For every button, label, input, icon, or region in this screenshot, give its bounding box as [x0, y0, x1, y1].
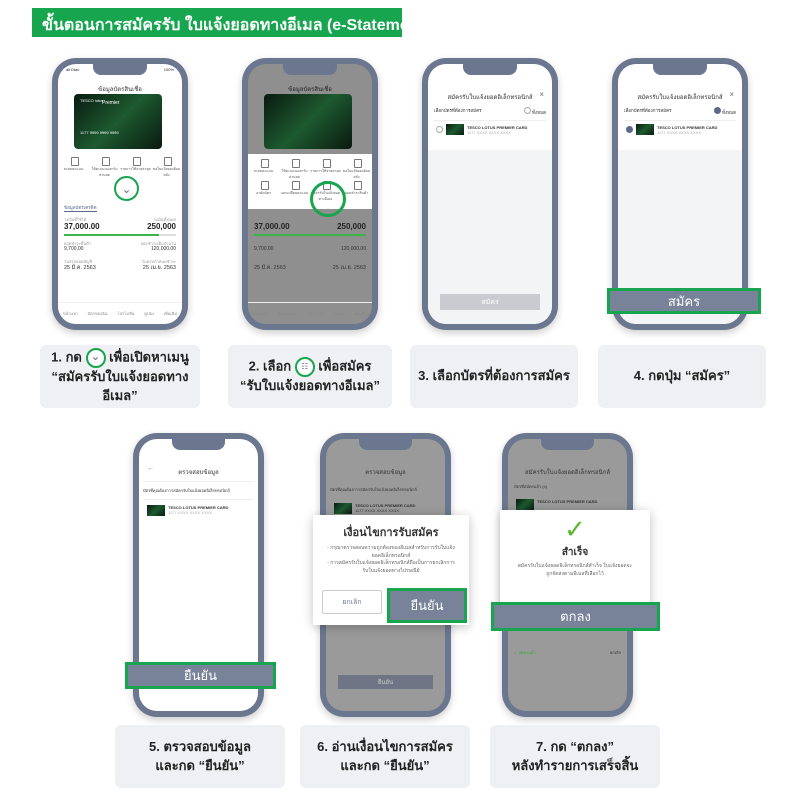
estatement-menu-icon: ☷ — [294, 357, 315, 378]
battery: 100% — [163, 67, 174, 72]
step-5-caption: 5. ตรวจสอบข้อมูลและกด “ยืนยัน” — [115, 725, 285, 788]
nav-more[interactable]: เพิ่มเติม — [163, 311, 178, 316]
submit-button[interactable]: สมัคร — [607, 288, 761, 314]
select-card-screen-selected: สมัครรับใบแจ้งยอดอิเล็กทรอนิกส์ × เลือกบ… — [618, 64, 742, 324]
usage-bar — [64, 234, 160, 236]
quick-menu: สะสมคะแนนใช้คะแนนแลกรับส่วนลดรายการใช้จ่… — [58, 156, 182, 178]
chevron-down-icon: ⌄ — [85, 347, 106, 368]
limit-amount: 250,000 — [147, 222, 176, 231]
screen-title: ข้อมูลบัตรสินเชื่อ — [98, 87, 142, 93]
menu-item[interactable]: รายการใช้จ่ายล่าสุด — [310, 158, 341, 180]
available-amount: 37,000.00 — [64, 222, 100, 231]
tab-card-info[interactable]: ข้อมูลบัตรเครดิต — [64, 205, 97, 212]
menu-item[interactable]: อายัดบัตร — [248, 180, 279, 202]
bottom-nav: หน้าแรก บัตรของฉัน โปรโมชั่น คูปอง เพิ่มเติม — [58, 302, 182, 324]
credit-card-image — [264, 94, 352, 149]
submit-button-disabled[interactable]: สมัคร — [440, 294, 540, 310]
success-dialog: ✓ สำเร็จ สมัครรับใบแจ้งยอดอิเล็กทรอนิกส์… — [500, 510, 650, 610]
carrier: all Dtac — [66, 67, 80, 72]
checkmark-icon: ✓ — [564, 514, 586, 544]
menu-item[interactable]: ขอใบแจ้งยอดย้อนหลัง — [151, 156, 182, 178]
menu-item[interactable]: ผ่อนชำระสินค้า — [341, 180, 372, 202]
menu-item[interactable]: ขอใบแจ้งยอดย้อนหลัง — [341, 158, 372, 180]
ok-button[interactable]: ตกลง — [491, 602, 660, 631]
nav-home[interactable]: หน้าแรก — [62, 311, 78, 316]
step-4-caption: 4. กดปุ่ม “สมัคร” — [598, 345, 766, 408]
menu-item[interactable]: แลกเปลี่ยนคะแนน — [279, 180, 310, 202]
page-title-banner: ขั้นตอนการสมัครรับ ใบแจ้งยอดทางอีเมล (e-… — [32, 8, 429, 37]
menu-item[interactable]: สะสมคะแนน — [248, 158, 279, 180]
menu-item[interactable]: รายการใช้จ่ายล่าสุด — [120, 156, 151, 178]
confirm-button[interactable]: ยืนยัน — [387, 588, 467, 623]
step-7-caption: 7. กด “ตกลง”หลังทำรายการเสร็จสิ้น — [490, 725, 660, 788]
phone-step-3: สมัครรับใบแจ้งยอดอิเล็กทรอนิกส์ × เลือกบ… — [422, 58, 558, 330]
close-icon[interactable]: × — [729, 90, 734, 99]
menu-item[interactable]: สะสมคะแนน — [58, 156, 89, 178]
cancel-button[interactable]: ยกเลิก — [322, 590, 382, 614]
step-3-caption: 3. เลือกบัตรที่ต้องการสมัคร — [410, 345, 578, 408]
select-card-screen: สมัครรับใบแจ้งยอดอิเล็กทรอนิกส์ × เลือกบ… — [428, 64, 552, 324]
card-info-screen: all Dtac 100% ข้อมูลบัตรสินเชื่อ TESCO l… — [58, 64, 182, 324]
step-6-caption: 6. อ่านเงื่อนไขการสมัครและกด “ยืนยัน” — [300, 725, 470, 788]
select-all-toggle[interactable]: ทั้งหมด — [713, 107, 736, 116]
menu-item[interactable]: ใช้คะแนนแลกรับส่วนลด — [279, 158, 310, 180]
confirm-button[interactable]: ยืนยัน — [125, 662, 276, 689]
select-all-toggle[interactable]: ทั้งหมด — [523, 107, 546, 116]
back-arrow-icon[interactable]: ← — [147, 465, 154, 472]
credit-card-image[interactable]: TESCO lotus Premier 1177 9999 9999 9999 — [74, 94, 162, 149]
step-2-caption: 2. เลือก ☷ เพื่อสมัคร “รับใบแจ้งยอดทางอี… — [228, 345, 392, 408]
nav-coupons[interactable]: คูปอง — [144, 311, 154, 316]
close-icon[interactable]: × — [539, 90, 544, 99]
phone-step-1: all Dtac 100% ข้อมูลบัตรสินเชื่อ TESCO l… — [52, 58, 188, 330]
estatement-highlight-circle[interactable] — [310, 181, 346, 217]
chevron-down-icon[interactable]: ⌄ — [114, 176, 139, 201]
nav-cards[interactable]: บัตรของฉัน — [87, 311, 108, 316]
menu-item[interactable]: ใช้คะแนนแลกรับส่วนลด — [89, 156, 120, 178]
nav-promotions[interactable]: โปรโมชั่น — [117, 311, 135, 316]
step-1-caption: 1. กด ⌄ เพื่อเปิดหาเมนู “สมัครรับใบแจ้งย… — [40, 345, 200, 408]
